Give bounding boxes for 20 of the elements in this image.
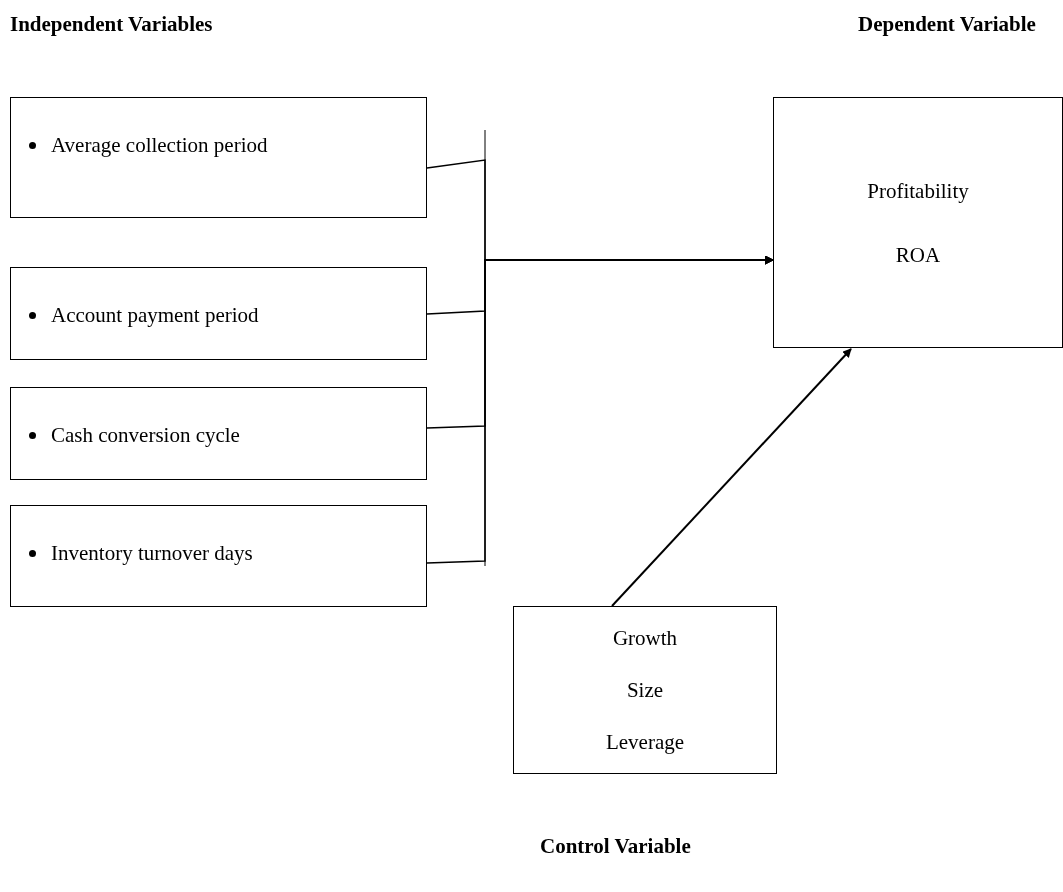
variable-box bbox=[10, 97, 427, 218]
variable-box bbox=[10, 505, 427, 607]
bullet-item: Inventory turnover days bbox=[27, 528, 253, 578]
variable-text: ROA bbox=[895, 241, 941, 269]
bullet-item: Account payment period bbox=[27, 290, 259, 340]
arrow bbox=[611, 348, 852, 607]
arrow bbox=[426, 255, 774, 564]
variable-box bbox=[10, 387, 427, 480]
section-heading: Dependent Variable bbox=[858, 12, 1036, 37]
variable-text: Profitability bbox=[867, 177, 969, 205]
bullet-item: Average collection period bbox=[27, 120, 268, 170]
variable-box bbox=[513, 606, 777, 774]
variable-text: Growth bbox=[612, 625, 678, 652]
variable-box bbox=[773, 97, 1063, 348]
bullet-item: Cash conversion cycle bbox=[27, 410, 240, 460]
section-heading: Independent Variables bbox=[10, 12, 213, 37]
variable-box bbox=[10, 267, 427, 360]
variable-text: Leverage bbox=[605, 729, 685, 756]
section-heading: Control Variable bbox=[540, 834, 691, 859]
variable-text: Size bbox=[626, 677, 664, 704]
